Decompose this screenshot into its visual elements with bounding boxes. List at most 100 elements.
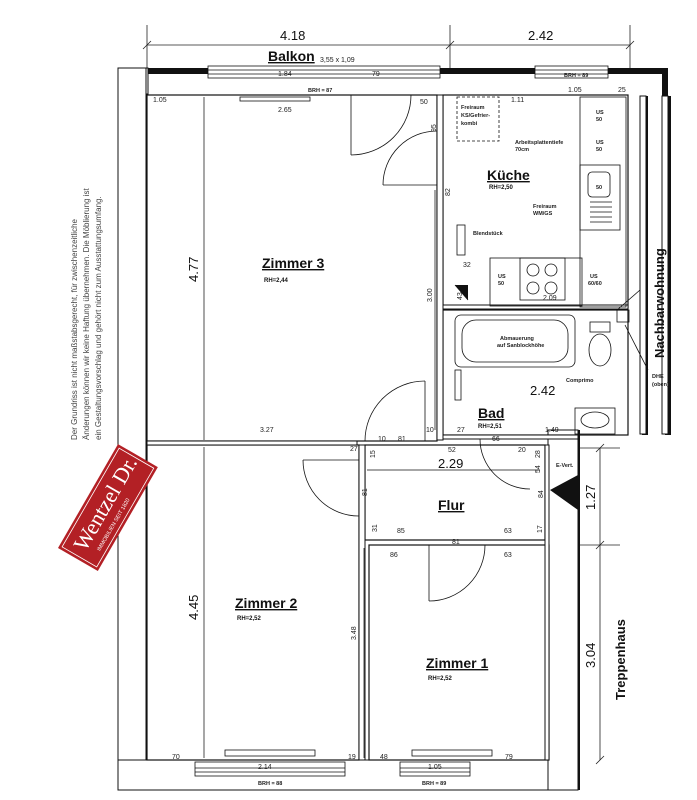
flur-name: Flur [438, 497, 465, 513]
svg-text:60/60: 60/60 [588, 281, 602, 287]
kitchen-annotations: Freiraum KS/Gefrier- kombi Arbeitsplatte… [461, 105, 604, 287]
svg-text:BRH = 88: BRH = 88 [258, 781, 282, 787]
zimmer1-name: Zimmer 1 [426, 655, 488, 671]
dim-bad-width: 2.42 [530, 383, 555, 398]
svg-text:Freiraum: Freiraum [533, 204, 557, 210]
svg-text:50: 50 [498, 281, 504, 287]
svg-text:17: 17 [537, 525, 544, 533]
windows [194, 65, 609, 777]
svg-text:BRH = 89: BRH = 89 [564, 73, 588, 79]
svg-text:70: 70 [172, 754, 180, 761]
svg-text:KS/Gefrier-: KS/Gefrier- [461, 113, 490, 119]
nachbarwohnung-label: Nachbarwohnung [652, 248, 667, 358]
left-dimension-lines [203, 97, 436, 758]
svg-text:1.84: 1.84 [278, 71, 292, 78]
svg-text:84: 84 [538, 490, 545, 498]
svg-text:25: 25 [618, 87, 626, 94]
bad-rh: RH=2,51 [478, 424, 503, 430]
zimmer1-rh: RH=2,52 [428, 676, 453, 682]
svg-text:1.05: 1.05 [568, 87, 582, 94]
svg-text:BRH = 89: BRH = 89 [422, 781, 446, 787]
svg-text:27: 27 [350, 446, 358, 453]
svg-text:Abmauerung: Abmauerung [500, 336, 534, 342]
svg-text:54: 54 [535, 465, 542, 473]
svg-text:DHE: DHE [652, 374, 664, 380]
svg-text:1.05: 1.05 [153, 97, 167, 104]
svg-text:US: US [590, 274, 598, 280]
zimmer3-name: Zimmer 3 [262, 255, 324, 271]
svg-text:kombi: kombi [461, 121, 478, 127]
interior-walls [146, 94, 629, 761]
balkon-size: 3,55 x 1,09 [320, 57, 355, 64]
treppenhaus-label: Treppenhaus [613, 619, 628, 700]
outer-walls-fill [117, 67, 669, 791]
svg-text:81: 81 [398, 436, 406, 443]
svg-text:85: 85 [397, 528, 405, 535]
svg-text:1.05: 1.05 [428, 764, 442, 771]
right-dimension-lines [580, 443, 620, 765]
brh-labels: BRH = 87 BRH = 89 BRH = 88 BRH = 89 [258, 73, 588, 787]
svg-text:43: 43 [457, 292, 464, 300]
sink-drainboard [590, 201, 612, 223]
svg-text:Comprimo: Comprimo [566, 378, 594, 384]
svg-text:32: 32 [463, 262, 471, 269]
svg-text:63: 63 [504, 552, 512, 559]
svg-text:79: 79 [505, 754, 513, 761]
svg-text:31: 31 [372, 524, 379, 532]
svg-text:28: 28 [535, 450, 542, 458]
svg-text:US: US [498, 274, 506, 280]
bathroom-fixtures [454, 289, 649, 435]
svg-text:86: 86 [390, 552, 398, 559]
svg-text:2.09: 2.09 [543, 295, 557, 302]
svg-text:66: 66 [492, 436, 500, 443]
dim-flur-width: 2.29 [438, 456, 463, 471]
svg-text:3.27: 3.27 [260, 427, 274, 434]
dim-right-upper: 1.27 [583, 485, 598, 510]
svg-text:10: 10 [426, 427, 434, 434]
svg-text:3.48: 3.48 [351, 626, 358, 640]
dim-right-lower: 3.04 [583, 643, 598, 668]
disclaimer: Der Grundriss ist nicht maßstabsgerecht,… [70, 188, 103, 440]
svg-text:95: 95 [431, 124, 438, 132]
radiators [224, 96, 493, 757]
balkon-label: Balkon [268, 48, 315, 64]
svg-text:82: 82 [445, 188, 452, 196]
svg-text:1.49: 1.49 [545, 427, 559, 434]
bathroom-annotations: Abmauerung auf Sanblockhöhe Comprimo DHE… [497, 336, 669, 469]
svg-text:70cm: 70cm [515, 147, 529, 153]
zimmer2-name: Zimmer 2 [235, 595, 297, 611]
kueche-rh: RH=2,50 [489, 185, 514, 191]
svg-text:19: 19 [348, 754, 356, 761]
svg-text:(oben): (oben) [652, 382, 669, 388]
svg-text:US: US [596, 140, 604, 146]
dim-top-left: 4.18 [280, 28, 305, 43]
svg-text:1.11: 1.11 [511, 97, 524, 104]
svg-text:Freiraum: Freiraum [461, 105, 485, 111]
chimney-marker [455, 285, 468, 300]
svg-text:Der Grundriss ist nicht maßsta: Der Grundriss ist nicht maßstabsgerecht,… [70, 218, 79, 440]
svg-text:81: 81 [362, 488, 369, 496]
svg-text:2.14: 2.14 [258, 764, 272, 771]
entrance-arrow [550, 475, 578, 510]
svg-text:Arbeitsplattentiefe: Arbeitsplattentiefe [515, 140, 563, 146]
svg-text:27: 27 [457, 427, 465, 434]
svg-text:E-Vert.: E-Vert. [556, 463, 574, 469]
small-dimensions: 1.84 79 1.05 2.65 50 95 1.11 1.05 25 82 … [153, 71, 626, 771]
dim-top-right: 2.42 [528, 28, 553, 43]
dim-zimmer3-height: 4.77 [186, 257, 201, 282]
svg-text:WM/GS: WM/GS [533, 211, 553, 217]
doors [302, 94, 531, 602]
svg-text:50: 50 [596, 147, 602, 153]
svg-text:81: 81 [452, 539, 460, 546]
svg-text:BRH = 87: BRH = 87 [308, 88, 332, 94]
svg-text:20: 20 [518, 447, 526, 454]
svg-text:ein Gestaltungsvorschlag und g: ein Gestaltungsvorschlag und gehört nich… [94, 196, 103, 440]
svg-text:50: 50 [420, 99, 428, 106]
zimmer2-rh: RH=2,52 [237, 616, 262, 622]
svg-text:50: 50 [596, 117, 602, 123]
svg-text:US: US [596, 110, 604, 116]
bad-name: Bad [478, 405, 504, 421]
svg-text:3.00: 3.00 [427, 288, 434, 302]
kitchen-furniture [454, 96, 627, 308]
